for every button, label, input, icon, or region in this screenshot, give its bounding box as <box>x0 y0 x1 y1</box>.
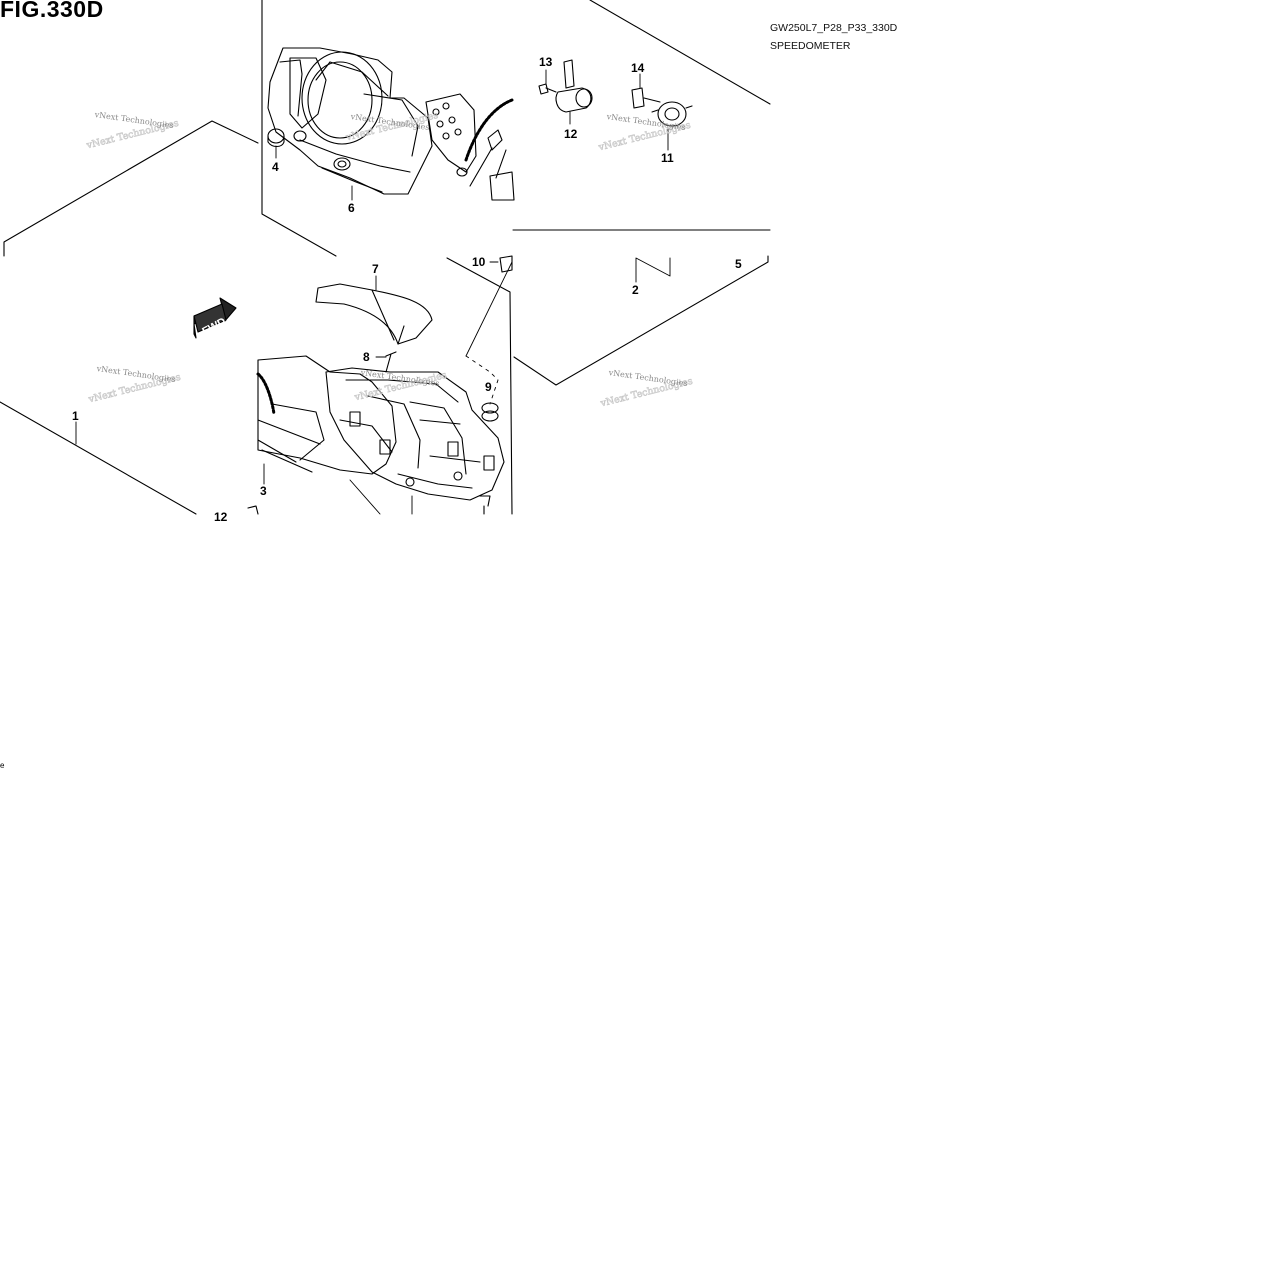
watermark-3: vNext Technologies <box>605 112 686 132</box>
callout-labels: 1 2 3 4 5 6 7 8 9 10 11 12 13 14 12 <box>72 55 742 524</box>
callout-10: 10 <box>472 255 486 269</box>
stray-mark: e <box>0 761 5 770</box>
watermark-6: vNext Technologies <box>607 368 688 388</box>
callout-2: 2 <box>632 283 639 297</box>
callout-9: 9 <box>485 380 492 394</box>
visor-part-7 <box>315 283 433 345</box>
screw-part-8 <box>385 351 397 373</box>
callout-13: 13 <box>539 55 553 69</box>
callout-3: 3 <box>260 484 267 498</box>
leader-lines <box>75 69 671 515</box>
callout-11: 11 <box>661 151 674 165</box>
screw-part-10 <box>499 255 513 273</box>
gear-part-11 <box>651 101 693 127</box>
bolt-part-14 <box>631 87 661 109</box>
watermarks: vNext Technologies vNext Technologies vN… <box>84 110 694 410</box>
outline-upper-box <box>261 0 771 257</box>
meter-case-lower-rear <box>325 367 505 501</box>
callout-14: 14 <box>631 61 645 75</box>
fwd-arrow-marker <box>193 297 237 339</box>
callout-6: 6 <box>348 201 355 215</box>
outline-assembly-1 <box>0 120 259 515</box>
watermark-1: vNext Technologies <box>93 110 174 130</box>
cap-part-4 <box>267 128 285 148</box>
sensor-part-12 <box>555 59 593 113</box>
callout-12-lower: 12 <box>214 510 228 524</box>
figure-title: FIG.330D <box>0 0 104 22</box>
figure-name: SPEEDOMETER <box>770 40 851 52</box>
bolt-part-13 <box>538 83 557 95</box>
callout-7: 7 <box>372 262 379 276</box>
callout-5: 5 <box>735 257 742 271</box>
outline-lower-box <box>446 255 769 515</box>
watermark-4: vNext Technologies <box>95 364 176 384</box>
meter-housing-upper <box>267 47 433 195</box>
dial-plate-upper <box>425 93 515 201</box>
grommet-part-9 <box>481 402 499 422</box>
bolt-part-lower-right <box>479 495 491 515</box>
meter-case-lower-front <box>256 355 397 475</box>
figure-code: GW250L7_P28_P33_330D <box>770 22 898 34</box>
callout-12: 12 <box>564 127 578 141</box>
bolt-part-lower-left <box>247 505 259 515</box>
callout-1: 1 <box>72 409 79 423</box>
callout-4: 4 <box>272 160 279 174</box>
callout-8: 8 <box>363 350 370 364</box>
